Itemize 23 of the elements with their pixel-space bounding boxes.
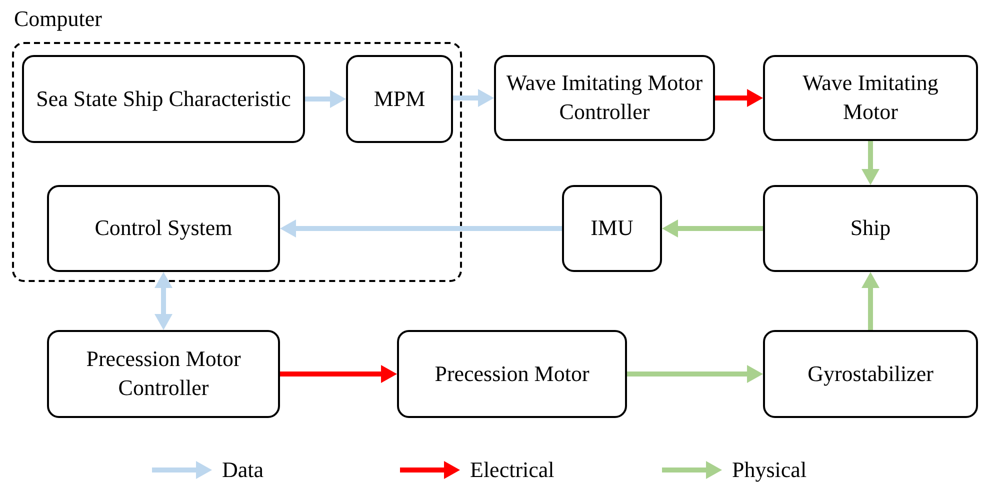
process-box: IMU bbox=[562, 185, 662, 272]
legend-label: Electrical bbox=[470, 457, 554, 483]
arrow bbox=[453, 89, 494, 107]
arrow bbox=[862, 141, 880, 185]
arrow bbox=[862, 272, 880, 330]
arrow bbox=[280, 365, 397, 383]
group-heading: Computer bbox=[14, 8, 102, 30]
legend-label: Physical bbox=[732, 457, 807, 483]
process-box: Precession Motor bbox=[397, 330, 627, 418]
arrow bbox=[715, 89, 763, 107]
legend-label: Data bbox=[222, 457, 264, 483]
arrow bbox=[305, 90, 346, 108]
process-box: Gyrostabilizer bbox=[763, 330, 978, 418]
arrow bbox=[154, 272, 172, 330]
process-box: Control System bbox=[47, 185, 280, 272]
process-box: Wave Imitating Motor bbox=[763, 55, 978, 141]
process-box: Precession Motor Controller bbox=[47, 330, 280, 418]
process-box: MPM bbox=[346, 55, 453, 143]
process-box: Ship bbox=[763, 185, 978, 272]
arrow bbox=[627, 365, 763, 383]
process-box: Wave Imitating Motor Controller bbox=[494, 55, 715, 141]
arrow bbox=[662, 220, 763, 238]
process-box: Sea State Ship Characteristic bbox=[22, 55, 305, 143]
